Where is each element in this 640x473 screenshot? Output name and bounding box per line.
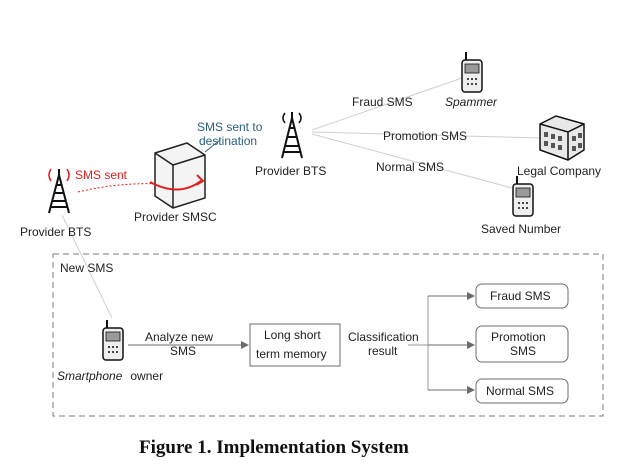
promotion-output-box (475, 325, 569, 363)
analysis-frame (52, 253, 604, 417)
sms-sent-to-label-line2: destination (199, 134, 257, 148)
lstm-label-line2: term memory (256, 347, 327, 361)
provider-bts-mid-label: Provider BTS (255, 164, 326, 178)
normal-output-label: Normal SMS (486, 384, 554, 398)
sms-sent-label: SMS sent (75, 168, 128, 182)
sms-sent-to-link (204, 139, 221, 153)
promotion-output-label-line1: Promotion (491, 330, 546, 344)
classification-label-line1: Classification (348, 330, 419, 344)
analyze-label-line1: Analyze new (145, 330, 213, 344)
legal-company-label: Legal Company (517, 164, 601, 178)
normal-output-box (475, 378, 569, 404)
normal-sms-edge-label: Normal SMS (376, 160, 444, 174)
provider-bts-left-label: Provider BTS (20, 225, 91, 239)
network-links (61, 77, 541, 319)
lstm-box (249, 323, 341, 367)
promotion-sms-edge-label: Promotion SMS (383, 129, 467, 143)
figure-caption: Figure 1. Implementation System (139, 437, 409, 458)
promotion-output-label-line2: SMS (510, 344, 536, 358)
owner-word: owner (130, 369, 163, 383)
server-icon (149, 142, 206, 209)
classification-label-line2: result (368, 344, 398, 358)
fraud-sms-edge-label: Fraud SMS (352, 95, 413, 109)
tower-icon (48, 168, 70, 214)
tower-icon (281, 112, 303, 159)
building-icon (539, 115, 585, 161)
phone-icon (512, 176, 534, 217)
spammer-label: Spammer (445, 95, 498, 109)
lstm-label-line1: Long short (264, 328, 321, 342)
new-sms-label: New SMS (60, 261, 113, 275)
fraud-output-box (475, 283, 569, 309)
smartphone-owner-label: Smartphone owner (57, 367, 163, 384)
analyze-label-line2: SMS (170, 344, 196, 358)
sms-sent-link (77, 183, 161, 193)
saved-number-label: Saved Number (481, 222, 561, 236)
phone-icon (461, 52, 483, 93)
smartphone-word: Smartphone (57, 369, 123, 383)
provider-smsc-label: Provider SMSC (134, 210, 217, 224)
sms-sent-to-label-line1: SMS sent to (197, 120, 263, 134)
fraud-output-label: Fraud SMS (490, 289, 551, 303)
phone-icon (102, 320, 124, 361)
